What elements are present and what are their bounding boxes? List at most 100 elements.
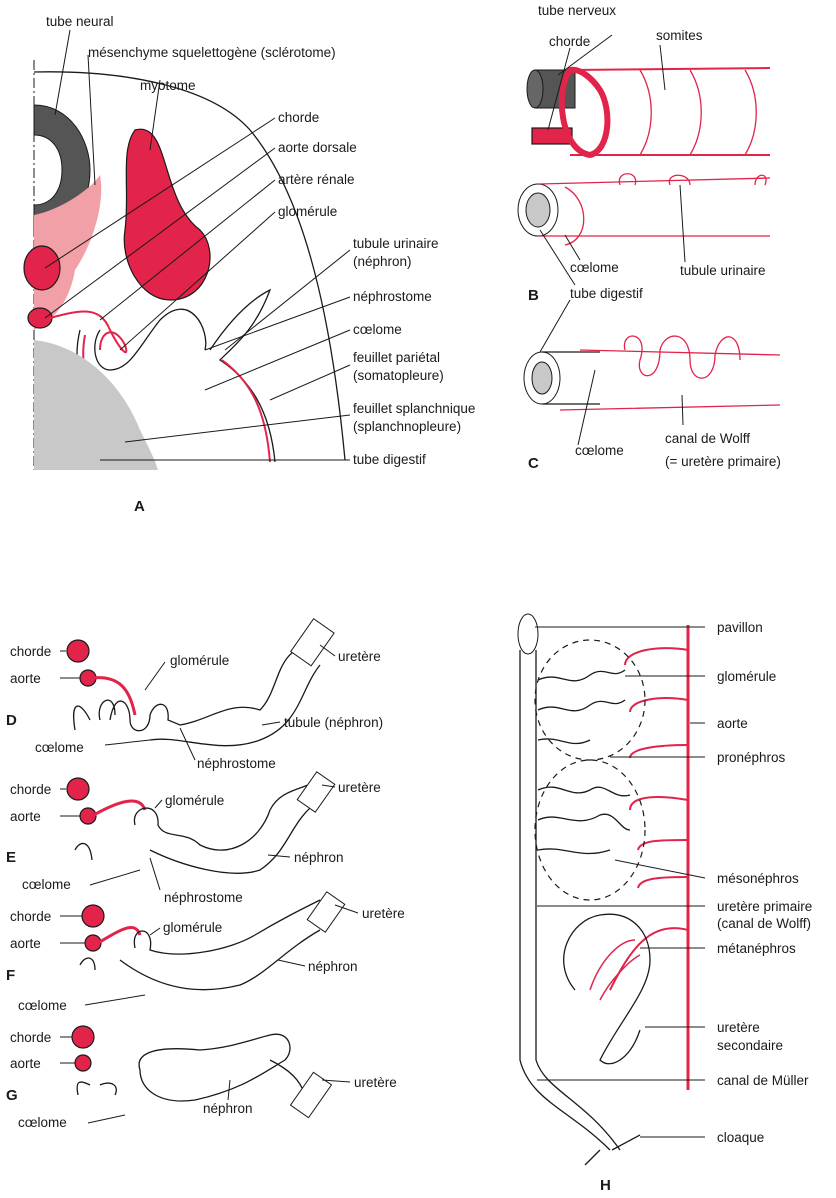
- b-coelom-lines: [540, 178, 770, 245]
- myotome-shape: [124, 129, 210, 300]
- a-glomerule-label: glomérule: [278, 204, 337, 219]
- a-tube-digestif-label: tube digestif: [353, 452, 426, 467]
- leader-tubule: [225, 250, 350, 350]
- h-aorta-branches: [610, 648, 688, 990]
- b-coelome-label: cœlome: [570, 260, 619, 275]
- panel-d-drawing: [60, 619, 335, 760]
- e-nephron-label: néphron: [294, 850, 344, 865]
- h-mesonephros-label: mésonéphros: [717, 871, 799, 886]
- aorta-shape: [28, 308, 52, 328]
- panel-b-drawing: [518, 35, 770, 285]
- leader-h-mesonephros: [615, 860, 705, 878]
- panel-g-letter: G: [6, 1087, 18, 1104]
- leader-d-coelome: [105, 740, 150, 745]
- leader-b-coelome: [565, 235, 580, 260]
- d-ureter-shape: [291, 619, 334, 666]
- f-nephron-label: néphron: [308, 959, 358, 974]
- e-nephron-low: [75, 800, 320, 873]
- f-nephron-low: [80, 930, 320, 990]
- gut-shape: [34, 340, 158, 470]
- h-pavillon-shape: [518, 614, 538, 654]
- d-glomerule-label: glomérule: [170, 653, 229, 668]
- panel-a-letter: A: [134, 498, 145, 515]
- c-gut-lumen: [532, 362, 552, 394]
- h-branch-7: [610, 928, 688, 990]
- d-aorte-label: aorte: [10, 671, 41, 686]
- a-splanch-label-1: feuillet splanchnique: [353, 401, 475, 416]
- panel-h-letter: H: [600, 1177, 611, 1194]
- a-coelome-label: cœlome: [353, 322, 402, 337]
- panel-f-drawing: [60, 892, 358, 1005]
- h-glomerule-label: glomérule: [717, 669, 776, 684]
- g-chorde-circle: [72, 1026, 94, 1048]
- d-chorde-label: chorde: [10, 644, 51, 659]
- f-glomerule-label: glomérule: [163, 920, 222, 935]
- h-branch-3: [630, 745, 688, 758]
- a-mesenchyme-label: mésenchyme squelettogène (sclérotome): [88, 45, 336, 60]
- a-chorde-label: chorde: [278, 110, 319, 125]
- h-branch-2: [630, 698, 688, 712]
- d-tubule-label: tubule (néphron): [284, 715, 383, 730]
- c-wolff-label-2: (= uretère primaire): [665, 454, 781, 469]
- d-coelome-label: cœlome: [35, 740, 84, 755]
- e-nephrostome-label: néphrostome: [164, 890, 243, 905]
- somite-edges: [570, 68, 770, 155]
- panel-e-drawing: [60, 772, 335, 890]
- leader-coelome: [205, 330, 350, 390]
- a-tubule-label-1: tubule urinaire: [353, 236, 439, 251]
- leader-b-tube-digestif: [540, 230, 575, 285]
- leader-f-coelome: [85, 995, 145, 1005]
- h-aorte-label: aorte: [717, 716, 748, 731]
- leader-f-glomerule: [150, 928, 160, 935]
- leader-d-tubule: [262, 722, 280, 725]
- a-tubule-label-2: (néphron): [353, 254, 412, 269]
- h-branch-5: [638, 840, 688, 850]
- g-coelom-edges: [77, 1082, 116, 1095]
- a-splanch-label-2: (splanchnopleure): [353, 419, 461, 434]
- panel-b-letter: B: [528, 287, 539, 304]
- e-aorte-label: aorte: [10, 809, 41, 824]
- panel-d-letter: D: [6, 712, 17, 729]
- leader-d-nephrostome: [180, 728, 195, 760]
- leader-b-somites: [660, 45, 665, 90]
- leader-e-glomerule: [155, 800, 162, 808]
- leader-e-coelome: [90, 870, 140, 885]
- leader-f-nephron: [278, 960, 305, 966]
- h-cloaque-label: cloaque: [717, 1130, 764, 1145]
- leader-nephrostome: [205, 297, 350, 350]
- c-coelome-label: cœlome: [575, 443, 624, 458]
- e-glomerule-label: glomérule: [165, 793, 224, 808]
- e-coelome-label: cœlome: [22, 877, 71, 892]
- b-gut-lumen: [526, 193, 550, 227]
- panel-a-drawing: [24, 30, 350, 470]
- panel-c-letter: C: [528, 455, 539, 472]
- h-metanephros-vessels: [590, 940, 640, 1000]
- e-ureter-shape: [297, 772, 335, 812]
- h-uretere-sec-label-2: secondaire: [717, 1038, 783, 1053]
- a-tube-neural-label: tube neural: [46, 14, 114, 29]
- e-chorde-circle: [67, 778, 89, 800]
- h-uretere-prim-label-1: uretère primaire: [717, 899, 812, 914]
- h-tubules: [538, 670, 630, 854]
- d-uretere-label: uretère: [338, 649, 381, 664]
- b-tubule-label: tubule urinaire: [680, 263, 766, 278]
- g-coelome-label: cœlome: [18, 1115, 67, 1130]
- somite-divisions: [640, 70, 756, 155]
- renal-artery-shape: [50, 311, 126, 352]
- leader-c-wolff: [682, 395, 683, 425]
- g-aorte-label: aorte: [10, 1056, 41, 1071]
- f-ureter-shape: [307, 892, 345, 932]
- c-wolff-label-1: canal de Wolff: [665, 431, 750, 446]
- d-nephrostome-label: néphrostome: [197, 756, 276, 771]
- a-parietal-label-2: (somatopleure): [353, 368, 444, 383]
- panel-f-letter: F: [6, 967, 15, 984]
- g-uretere-label: uretère: [354, 1075, 397, 1090]
- d-tubule-low: [74, 665, 320, 746]
- h-pronephros-label: pronéphros: [717, 750, 786, 765]
- b-chorde-label: chorde: [549, 34, 590, 49]
- a-nephrostome-label: néphrostome: [353, 289, 432, 304]
- h-branch-1: [625, 648, 688, 665]
- leader-splanch: [125, 415, 350, 442]
- e-nephron: [134, 780, 320, 850]
